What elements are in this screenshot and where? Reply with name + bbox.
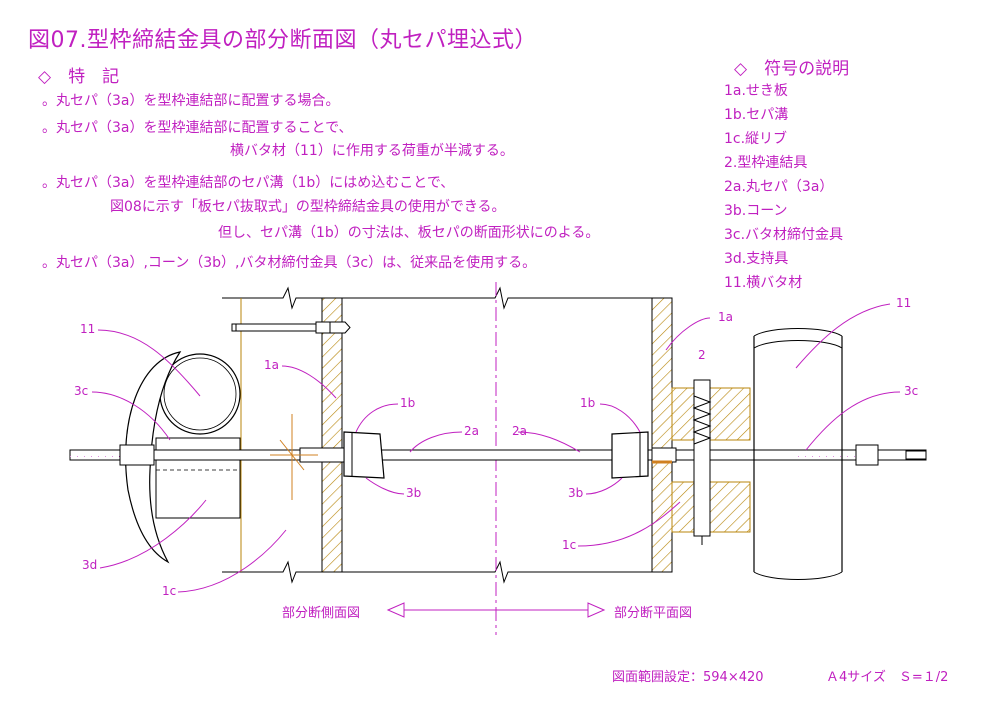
label-3d: 3d <box>82 558 98 572</box>
plan-section-label: 部分断平面図 <box>614 606 693 621</box>
bottom-break-line <box>222 560 668 584</box>
label-11-right: 11 <box>896 296 912 310</box>
paper-size-scale: Ａ4サイズ Ｓ=１/2 <box>826 670 949 685</box>
label-2: 2 <box>698 348 706 362</box>
form-connector <box>692 379 712 545</box>
feature-line-6: 但し、セパ溝（1b）の寸法は、板セパの断面形状にのよる。 <box>218 225 600 241</box>
label-3c-right: 3c <box>904 384 919 398</box>
form-board-left <box>321 297 343 573</box>
support-fitting <box>155 437 241 519</box>
label-1b-left: 1b <box>400 396 416 410</box>
page-title: 図07.型枠締結金具の部分断面図（丸セパ埋込式） <box>28 28 537 53</box>
side-section-label: 部分断側面図 <box>282 606 361 621</box>
label-11-left: 11 <box>80 322 96 336</box>
label-1c-right: 1c <box>562 538 577 552</box>
legend-item: 3c.バタ材締付金具 <box>724 227 844 243</box>
feature-line-7: 。丸セパ（3a）,コーン（3b）,バタ材締付金具（3c）は、従来品を使用する。 <box>42 255 537 271</box>
legend-item: 3d.支持具 <box>724 251 789 267</box>
legend-item: 1a.せき板 <box>724 83 788 99</box>
drawing-range: 図面範囲設定：594×420 <box>612 670 764 685</box>
separator-rod <box>69 444 927 466</box>
feature-line-2: 。丸セパ（3a）を型枠連結部に配置することで、 <box>42 120 353 136</box>
feature-line-4: 。丸セパ（3a）を型枠連結部のセパ溝（1b）にはめ込むことで、 <box>42 175 455 191</box>
legend-item: 3b.コーン <box>724 203 788 219</box>
label-2a-right: 2a <box>512 424 527 438</box>
cone-left <box>299 431 385 479</box>
label-1a-left: 1a <box>264 358 279 372</box>
legend-item: 2a.丸セパ（3a） <box>724 179 834 195</box>
legend-item: 1c.縦リブ <box>724 131 788 147</box>
features-heading: ◇ 特 記 <box>38 67 120 87</box>
block-lower-right <box>671 481 751 533</box>
leader-lines <box>91 303 901 593</box>
label-3b-left: 3b <box>406 486 422 500</box>
label-1b-right: 1b <box>580 396 596 410</box>
label-3c-left: 3c <box>74 384 89 398</box>
orange-connector-marks <box>270 414 672 500</box>
legend-item: 1b.セパ溝 <box>724 107 789 123</box>
legend-item: 11.横バタ材 <box>724 275 803 291</box>
label-3b-right: 3b <box>568 486 584 500</box>
feature-line-5: 図08に示す「板セパ抜取式」の型枠締結金具の使用ができる。 <box>110 199 506 215</box>
form-board-right <box>651 297 673 573</box>
batten-clamp-left <box>125 351 182 564</box>
legend-heading: ◇ 符号の説明 <box>734 59 850 79</box>
label-1a-right: 1a <box>718 310 733 324</box>
top-bolt <box>231 321 351 334</box>
label-1c-left: 1c <box>162 584 177 598</box>
horizontal-batten-right <box>753 328 843 580</box>
top-break-line <box>222 286 668 310</box>
legend-item: 2.型枠連結具 <box>724 155 808 171</box>
feature-line-3: 横バタ材（11）に作用する荷重が半減する。 <box>230 143 514 159</box>
feature-line-1: 。丸セパ（3a）を型枠連結部に配置する場合。 <box>42 93 340 109</box>
cone-right <box>611 431 677 479</box>
label-2a-left: 2a <box>464 424 479 438</box>
view-arrows <box>386 602 606 618</box>
